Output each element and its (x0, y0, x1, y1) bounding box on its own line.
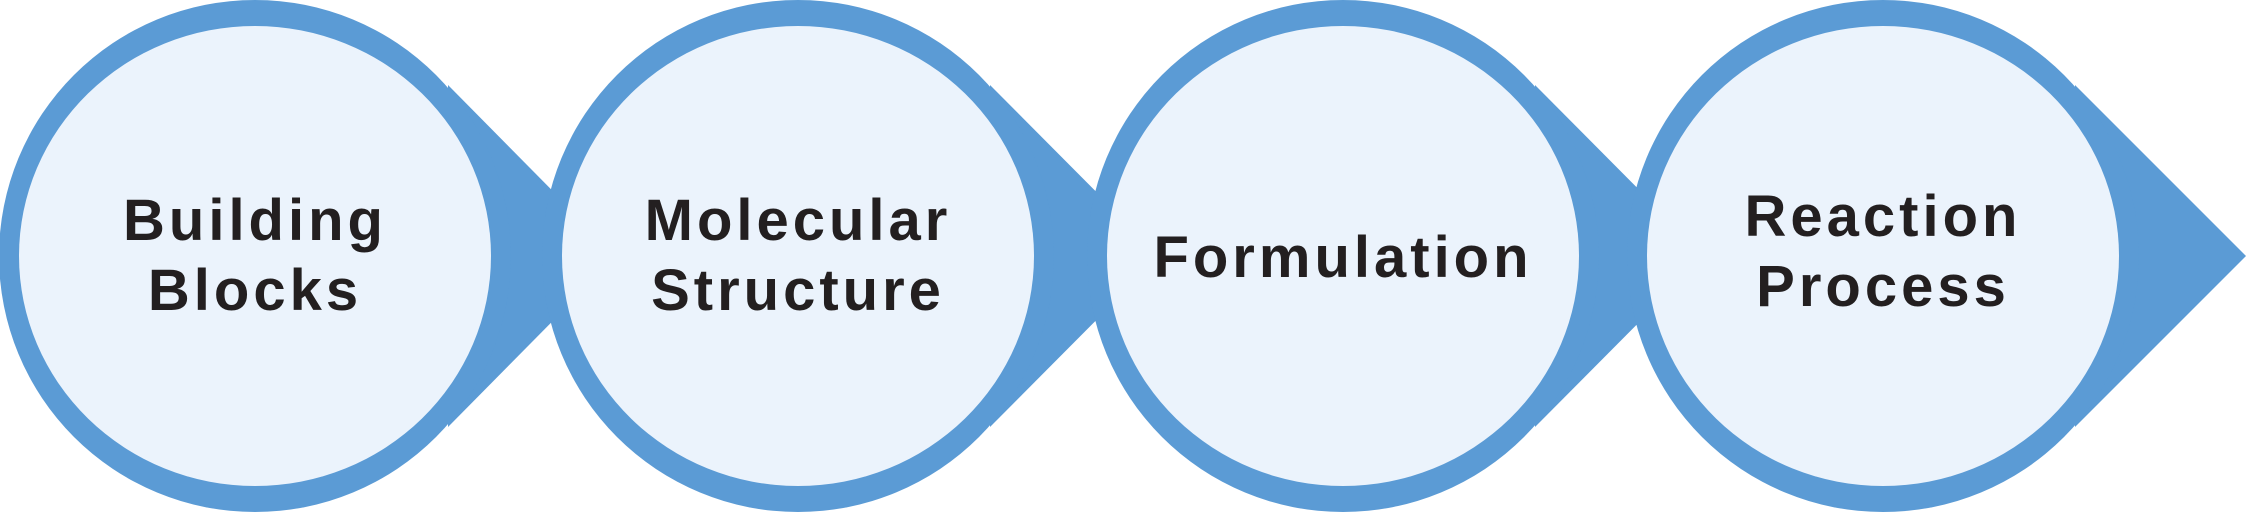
step-2-disc (562, 26, 1034, 486)
step-3-disc (1107, 26, 1579, 486)
step-2-label-line1: Molecular (645, 188, 952, 253)
step-reaction-process: Reaction Process (1627, 0, 2246, 512)
step-building-blocks: Building Blocks (0, 0, 617, 512)
step-formulation: Formulation (1087, 0, 1705, 512)
step-1-label-line1: Building (123, 188, 387, 253)
step-1-disc (19, 26, 491, 486)
step-molecular-structure: Molecular Structure (542, 0, 1160, 512)
step-4-label-line2: Process (1756, 254, 2010, 319)
step-3-label-line1: Formulation (1153, 225, 1532, 290)
step-4-label-line1: Reaction (1745, 184, 2022, 249)
step-1-label-line2: Blocks (148, 258, 362, 323)
step-2-label-line2: Structure (651, 258, 945, 323)
step-4-disc (1647, 26, 2119, 486)
